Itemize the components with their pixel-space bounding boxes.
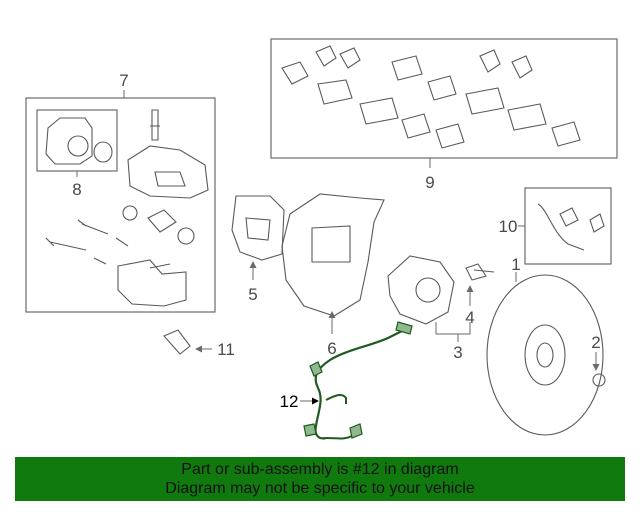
guide-pin-icon: [77, 219, 109, 235]
shim-icon-2: [401, 113, 431, 139]
brake-disc-icon: [486, 274, 604, 436]
callout-12: 12: [280, 392, 299, 411]
brake-pad-icon: [317, 79, 353, 105]
callout-1: 1: [511, 255, 520, 274]
callout-4: 4: [465, 308, 474, 327]
caliper-bolt-icon: [45, 237, 87, 251]
callout-10: 10: [499, 217, 518, 236]
brake-pad-icon-4: [507, 103, 547, 131]
brake-pad-set-group: [270, 38, 618, 168]
piston-seal-icon: [93, 141, 113, 163]
piston-icon: [147, 209, 177, 233]
backing-plate-icon: [281, 193, 385, 317]
hub-bearing-icon: [387, 255, 455, 325]
sensor-connector-icon: [395, 321, 413, 335]
harness-clip-icon: [309, 361, 323, 377]
shim-icon-3: [435, 123, 465, 149]
caliper-assembly-group: [25, 90, 216, 313]
pin-boot-icon: [115, 237, 129, 247]
bleeder-screw-icon: [150, 109, 160, 141]
splash-guard-bracket-icon: [231, 195, 285, 261]
callout-3: 3: [453, 343, 462, 362]
banner-line-1: Part or sub-assembly is #12 in diagram: [181, 461, 459, 478]
abs-sensor-harness[interactable]: [303, 321, 413, 440]
pad-wear-shim-icon: [427, 75, 457, 101]
shim-icon-4: [551, 121, 581, 147]
disc-screw-icon: [592, 373, 606, 387]
caliper-icon: [127, 145, 209, 199]
pad-shim-icon: [391, 55, 423, 81]
callout-9: 9: [425, 173, 434, 192]
callout-7: 7: [119, 71, 128, 90]
callout-8: 8: [72, 180, 81, 199]
brake-pad-box: [270, 38, 618, 159]
pad-clip-icon-2: [479, 49, 533, 79]
pad-clip-icon: [315, 45, 361, 69]
callout-5: 5: [248, 285, 257, 304]
caliper-assembly-box: [25, 97, 216, 313]
sensor-box: [524, 187, 612, 265]
banner-line-2: Diagram may not be specific to your vehi…: [165, 480, 475, 497]
info-banner: Part or sub-assembly is #12 in diagram D…: [15, 457, 625, 501]
brake-pad-icon-2: [359, 97, 399, 125]
sensor-clip-icon: [559, 207, 605, 233]
pin-boot-icon-2: [93, 257, 107, 265]
seal-icon: [122, 205, 138, 221]
callout-11: 11: [217, 340, 235, 359]
callout-2: 2: [591, 333, 600, 352]
bracket-clip-icon: [163, 329, 191, 355]
sensor-plug-icon-2: [349, 423, 363, 439]
callout-6: 6: [327, 339, 336, 358]
wear-sensor-icon: [537, 203, 585, 251]
caliper-bracket-icon: [117, 259, 187, 307]
hub-bolt-icon: [465, 263, 495, 281]
sensor-plug-icon: [303, 423, 317, 437]
shim-icon: [281, 61, 309, 85]
boot-icon: [177, 227, 195, 245]
caliper-body-icon: [45, 117, 93, 165]
brake-pad-icon-3: [465, 87, 505, 115]
